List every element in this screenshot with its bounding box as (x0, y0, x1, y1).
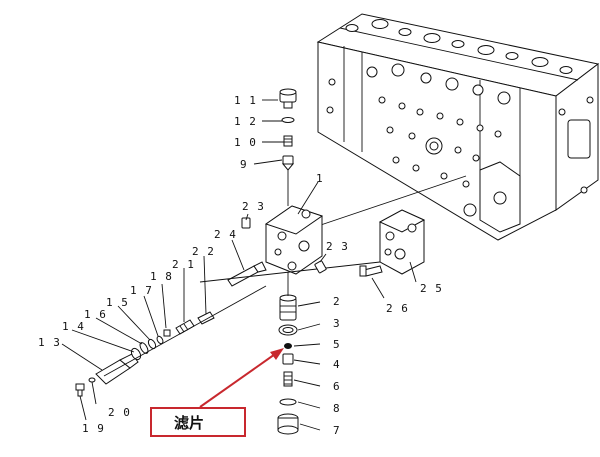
o-ring-part-12 (281, 117, 295, 123)
plug-part-7 (277, 413, 299, 435)
callout-arrow (199, 348, 284, 408)
label-5: 5 (333, 338, 341, 351)
o-ring-part-8 (279, 398, 297, 406)
spring-part-10 (283, 135, 293, 147)
label-23-right: 2 3 (326, 240, 349, 253)
o-ring-part-15 (147, 338, 157, 350)
label-24: 2 4 (214, 228, 237, 241)
label-11: 1 1 (234, 94, 257, 107)
label-25: 2 5 (420, 282, 443, 295)
bolt-part-26 (359, 265, 383, 277)
label-18: 1 8 (150, 270, 173, 283)
label-8: 8 (333, 402, 341, 415)
label-3: 3 (333, 317, 341, 330)
label-16: 1 6 (84, 308, 107, 321)
leader-lines (61, 99, 417, 431)
label-15: 1 5 (106, 296, 129, 309)
label-19: 1 9 (82, 422, 105, 435)
filter-callout-label: 滤片 (174, 413, 205, 432)
plug-part-11 (279, 88, 297, 109)
label-12: 1 2 (234, 115, 257, 128)
filter-callout-box: 滤片 (150, 407, 246, 437)
control-valve-block (316, 13, 600, 241)
label-1: 1 (316, 172, 324, 185)
label-26: 2 6 (386, 302, 409, 315)
label-21: 2 1 (172, 258, 195, 271)
label-9: 9 (240, 158, 248, 171)
valve-body-part-1 (264, 205, 324, 275)
filter-part-5 (284, 343, 292, 349)
poppet-part-9 (281, 155, 295, 171)
side-block-part-25 (378, 209, 426, 275)
label-23-left: 2 3 (242, 200, 265, 213)
ring-part-3 (278, 324, 298, 336)
label-14: 1 4 (62, 320, 85, 333)
label-17: 1 7 (130, 284, 153, 297)
label-2: 2 (333, 295, 341, 308)
ring-part-16 (139, 342, 149, 354)
label-6: 6 (333, 380, 341, 393)
washer-part-18 (163, 329, 171, 337)
sleeve-part-2 (279, 294, 297, 321)
label-7: 7 (333, 424, 341, 437)
screw-part-19 (75, 383, 85, 397)
bolt-part-23-left (241, 217, 251, 229)
spring-part-6 (283, 371, 293, 387)
label-13: 1 3 (38, 336, 61, 349)
label-22: 2 2 (192, 245, 215, 258)
label-4: 4 (333, 358, 341, 371)
bolt-part-23-right (314, 260, 327, 274)
ring-part-20 (88, 377, 96, 383)
seat-part-4 (282, 353, 294, 365)
label-10: 1 0 (234, 136, 257, 149)
part-labels: 1 2 3 5 4 6 8 7 9 1 0 1 1 1 2 1 3 1 4 1 … (38, 94, 443, 437)
label-20: 2 0 (108, 406, 131, 419)
bolt-part-24 (227, 261, 267, 287)
assembly-line (299, 175, 467, 233)
